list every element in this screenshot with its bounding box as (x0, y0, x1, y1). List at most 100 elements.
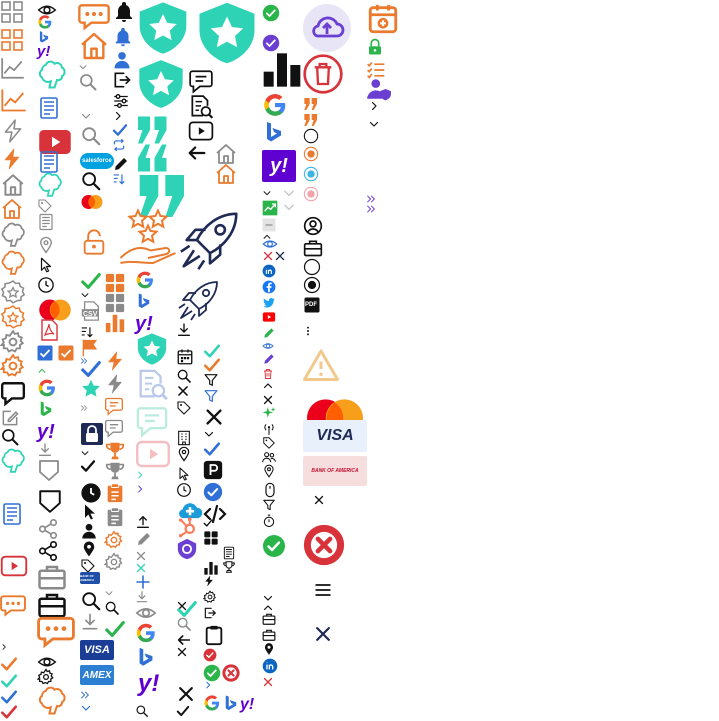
pdf-label: PDF (305, 302, 317, 308)
gear-icon (103, 552, 123, 571)
code-icon (203, 504, 227, 524)
user-icon (82, 523, 96, 539)
csv-icon (81, 301, 99, 321)
padlock-icon (83, 229, 105, 255)
cursor-icon (40, 257, 52, 273)
clipboard-icon (107, 483, 123, 503)
share-icon (38, 519, 58, 539)
chat-star-icon (37, 616, 75, 649)
location-icon (264, 464, 274, 478)
check-icon (81, 273, 101, 289)
clipboard-icon (205, 625, 223, 646)
mastercard-icon (81, 195, 103, 209)
warning-icon (303, 349, 339, 381)
bing-icon (139, 647, 153, 666)
csv-label: CSV (83, 311, 98, 318)
calendar-add-icon (368, 4, 398, 34)
linkedin-icon (262, 658, 278, 674)
check-circle-icon (262, 4, 280, 22)
sliders-icon (114, 94, 128, 108)
google-icon (136, 271, 153, 289)
bing-icon (267, 122, 281, 142)
quote-icon (304, 98, 317, 110)
speech-bubble-icon (136, 407, 168, 438)
tile-icon (204, 531, 218, 545)
repeat-icon (113, 138, 125, 152)
bell-icon (115, 27, 131, 47)
chevron-up-icon (263, 383, 273, 389)
brain-icon (1, 222, 25, 247)
home-icon (81, 32, 107, 60)
checkbox-icon (37, 345, 53, 361)
gear-icon (202, 590, 217, 603)
p-badge-icon (203, 460, 223, 480)
bing-icon (225, 695, 237, 711)
export-icon (114, 72, 131, 88)
clock-icon (177, 483, 191, 497)
chevron-right-icon (115, 111, 121, 121)
user-icon (114, 52, 130, 69)
home-icon (216, 144, 236, 164)
sort-icon (81, 327, 93, 338)
chevron-down-icon (284, 204, 294, 211)
lightning-icon (4, 119, 22, 143)
yahoo-logo: y! (135, 313, 153, 335)
close-icon (263, 251, 273, 261)
star-shield-icon (137, 333, 167, 365)
bar-chart-icon (204, 562, 218, 575)
bank-mini-label: BANK OF AMERICA (80, 572, 100, 584)
speech-bubble-icon (0, 382, 26, 407)
lightning-icon (205, 575, 213, 587)
grid-icon (1, 1, 23, 23)
tag-icon (38, 199, 52, 213)
check-circle-icon (262, 34, 280, 52)
cloud-icon (179, 503, 203, 519)
lightning-icon (108, 374, 122, 394)
pencil-icon (264, 354, 274, 364)
home-icon (2, 174, 24, 196)
document-icon (40, 151, 58, 173)
search-icon (2, 429, 19, 446)
gear-icon (0, 329, 25, 353)
chevron-right-icon (138, 485, 143, 493)
radio-button-icon (303, 166, 319, 182)
chevron-down-icon (105, 591, 113, 596)
yahoo-logo: y! (37, 421, 55, 443)
tile-icon (105, 293, 125, 313)
chevron-down-icon (79, 65, 87, 70)
yahoo-badge: y! (262, 150, 296, 182)
menu-icon (315, 584, 331, 596)
download-icon (82, 613, 98, 630)
chevron-down-icon (204, 431, 214, 437)
dash-icon (262, 218, 276, 232)
error-circle-icon (303, 524, 345, 566)
cursor-icon (85, 504, 95, 520)
quote-icon (138, 116, 167, 144)
google-icon (204, 695, 220, 711)
bing-icon (40, 401, 52, 417)
document-icon (3, 503, 21, 525)
filter-icon (204, 374, 218, 386)
chevron-down-icon (369, 121, 379, 127)
chat-star-icon (78, 4, 110, 31)
radio-icon (303, 258, 321, 276)
chevron-right-icon (81, 691, 89, 699)
brain-icon (38, 172, 62, 197)
chevron-right-icon (80, 358, 88, 364)
search-icon (82, 592, 101, 611)
bank-of-america-card: BANK OF AMERICA (303, 456, 367, 486)
check-icon (203, 344, 221, 358)
close-icon (177, 647, 187, 657)
rocket-icon (180, 212, 238, 270)
rocket-icon (178, 281, 218, 321)
upload-icon (137, 515, 149, 528)
trophy-icon (105, 442, 125, 460)
cursor-icon (179, 467, 189, 481)
close-icon (275, 251, 285, 261)
bar-chart-icon (263, 53, 301, 87)
location-icon (178, 446, 190, 462)
google-icon (38, 15, 52, 29)
star-shield-icon (139, 60, 183, 108)
google-icon (136, 623, 155, 643)
